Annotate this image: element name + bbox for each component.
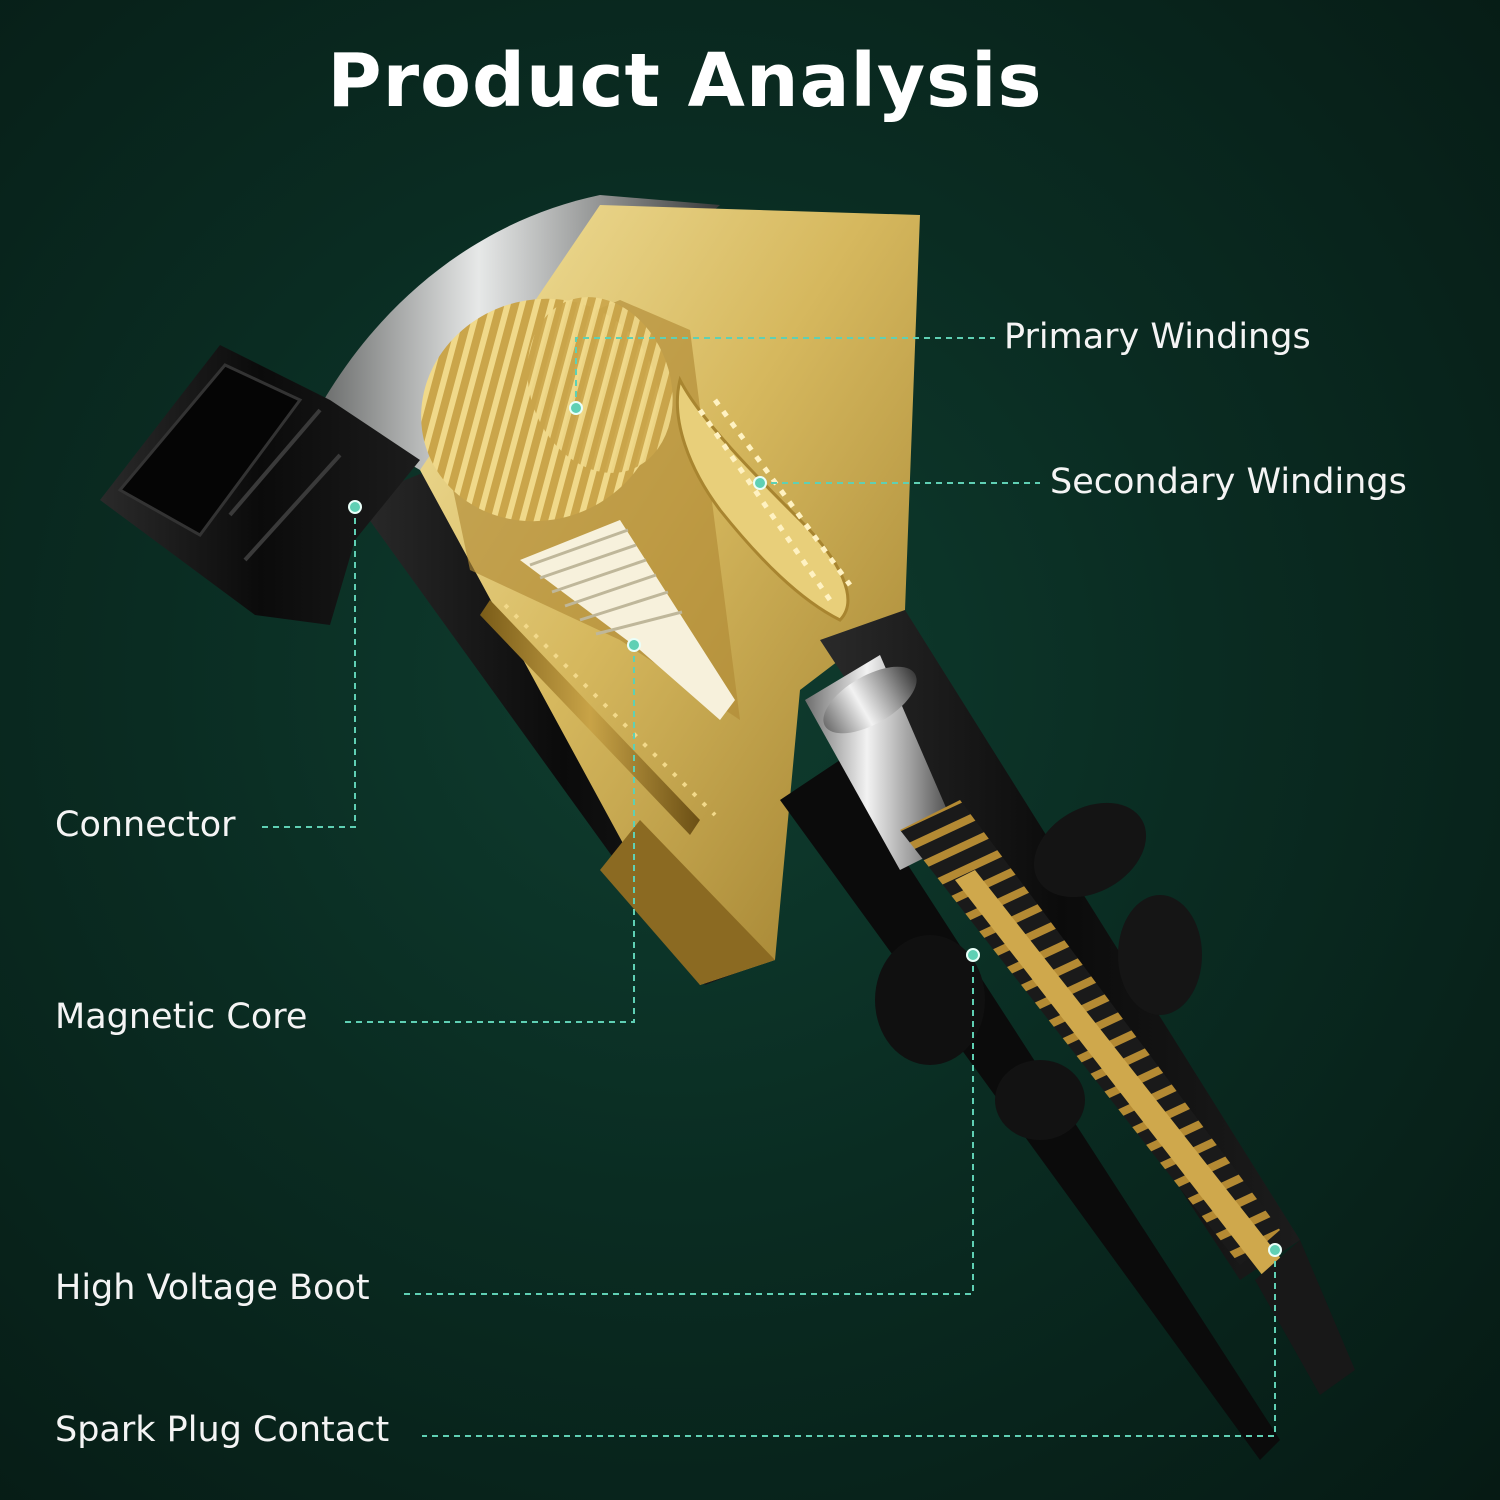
connector-body bbox=[100, 345, 420, 625]
dot-high-voltage-boot bbox=[966, 948, 980, 962]
dot-primary-windings bbox=[569, 401, 583, 415]
magnetic-core bbox=[480, 520, 735, 835]
label-magnetic-core: Magnetic Core bbox=[55, 997, 308, 1037]
dot-spark-plug-contact bbox=[1268, 1243, 1282, 1257]
boot-tube bbox=[780, 610, 1355, 1460]
dot-secondary-windings bbox=[753, 476, 767, 490]
label-primary-windings: Primary Windings bbox=[1004, 317, 1311, 357]
dot-magnetic-core bbox=[627, 638, 641, 652]
primary-windings bbox=[421, 297, 673, 522]
leader-primary-windings bbox=[575, 337, 995, 408]
page-title: Product Analysis bbox=[327, 38, 1043, 124]
leader-magnetic-core bbox=[342, 645, 635, 1023]
dot-connector bbox=[348, 500, 362, 514]
leader-connector bbox=[258, 507, 356, 828]
leader-dots bbox=[348, 401, 1282, 1257]
label-spark-plug-contact: Spark Plug Contact bbox=[55, 1410, 390, 1450]
label-secondary-windings: Secondary Windings bbox=[1050, 462, 1407, 502]
leader-high-voltage-boot bbox=[400, 955, 974, 1295]
label-connector: Connector bbox=[55, 805, 236, 845]
leader-lines bbox=[258, 337, 1276, 1437]
label-high-voltage-boot: High Voltage Boot bbox=[55, 1268, 370, 1308]
secondary-windings bbox=[675, 375, 853, 622]
